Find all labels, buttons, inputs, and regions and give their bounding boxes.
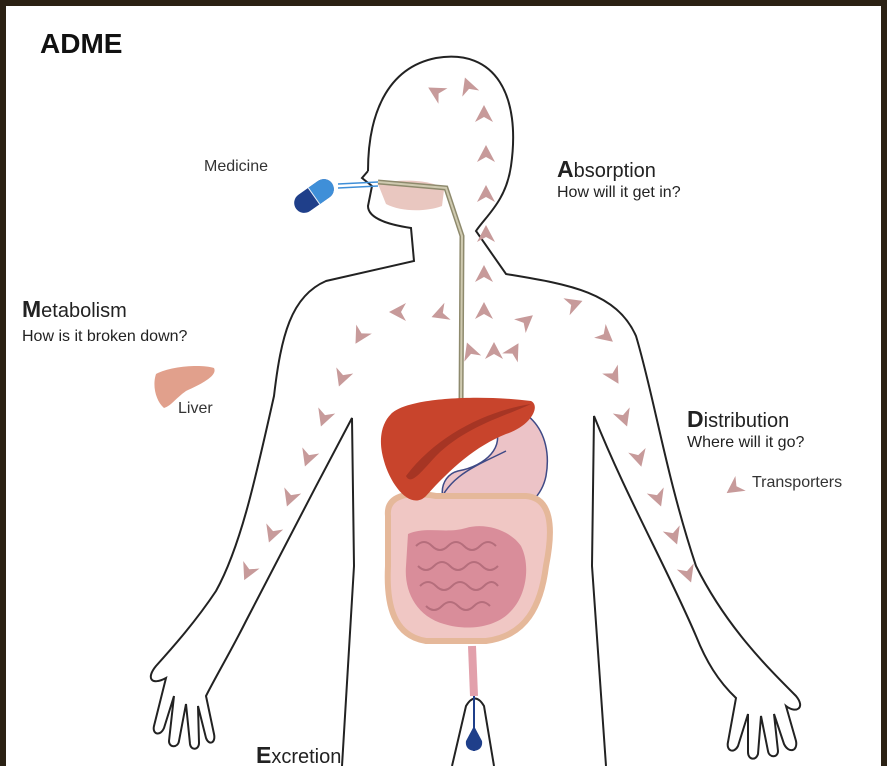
metabolism-heading: Metabolism <box>22 298 127 322</box>
absorption-heading: Absorption <box>557 158 656 182</box>
body-outline-left <box>151 171 414 766</box>
liver-label: Liver <box>178 400 213 418</box>
rectum <box>472 646 474 696</box>
absorption-question: How will it get in? <box>557 184 681 202</box>
metabolism-initial: M <box>22 296 41 322</box>
transporters-label: Transporters <box>752 474 842 492</box>
excretion-drop <box>466 726 482 751</box>
medicine-label: Medicine <box>204 158 268 176</box>
medicine-pill-icon <box>290 175 338 217</box>
excretion-initial: E <box>256 742 271 766</box>
transporter-legend-icon <box>721 476 745 500</box>
excretion-rest: xcretion <box>271 746 341 766</box>
distribution-rest: istribution <box>704 410 790 432</box>
distribution-initial: D <box>687 406 704 432</box>
esophagus <box>378 182 462 406</box>
absorption-initial: A <box>557 156 574 182</box>
body-illustration <box>6 6 881 766</box>
distribution-heading: Distribution <box>687 408 789 432</box>
metabolism-question: How is it broken down? <box>22 328 187 346</box>
metabolism-rest: etabolism <box>41 300 127 322</box>
excretion-heading: Excretion <box>256 744 341 766</box>
distribution-question: Where will it go? <box>687 434 804 452</box>
diagram-frame: ADME Medicine Absorption How will it get… <box>6 6 881 766</box>
absorption-rest: bsorption <box>574 160 656 182</box>
page-title: ADME <box>40 28 122 60</box>
